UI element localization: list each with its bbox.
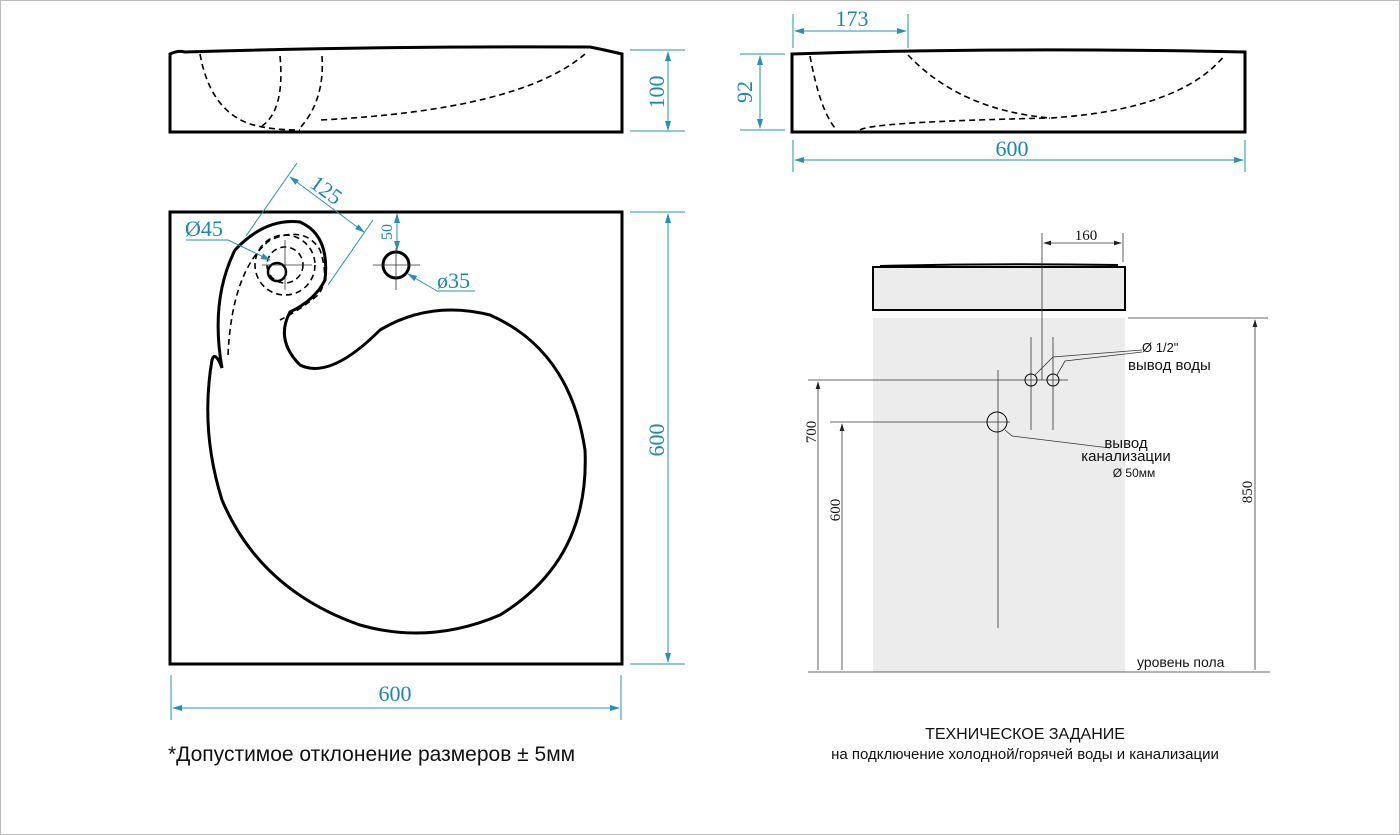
drain-diameter-dim: Ø45 <box>185 216 223 241</box>
tap-diameter-dim: ø35 <box>437 268 470 293</box>
plan-view: 125 Ø45 50 ø35 600 600 <box>168 162 685 720</box>
drain-label-line1: вывод <box>1104 435 1148 452</box>
countertop-height-dim: 850 <box>1240 481 1256 504</box>
plan-depth-dim: 600 <box>644 424 669 457</box>
countertop <box>872 266 1126 311</box>
front-view: 100 <box>168 45 685 134</box>
water-outlet-diameter: Ø 1/2" <box>1142 340 1179 355</box>
front-height-dim: 100 <box>644 76 669 109</box>
drain-label-line2: канализации <box>1081 448 1171 465</box>
installation-diagram: 160 Ø 1/2" вывод воды вывод канализации … <box>804 228 1270 673</box>
tap-offset-dim: 50 <box>379 224 396 240</box>
side-view: 173 92 600 <box>732 6 1247 172</box>
water-height-dim: 700 <box>804 421 820 444</box>
plan-width-dim: 600 <box>379 681 412 706</box>
water-outlet-label: вывод воды <box>1128 357 1211 374</box>
mixer-distance-dim: 125 <box>306 170 347 210</box>
spec-title: ТЕХНИЧЕСКОЕ ЗАДАНИЕ <box>925 726 1125 743</box>
drain-diameter: Ø 50мм <box>1113 466 1156 480</box>
drain-height-dim: 600 <box>828 499 844 522</box>
install-zone <box>873 318 1125 672</box>
install-offset-dim: 160 <box>1075 228 1098 244</box>
side-offset-dim: 173 <box>836 6 869 31</box>
spec-subtitle: на подключение холодной/горячей воды и к… <box>831 746 1219 763</box>
tolerance-note: *Допустимое отклонение размеров ± 5мм <box>168 743 575 766</box>
floor-label: уровень пола <box>1137 654 1225 670</box>
side-height-dim: 92 <box>732 81 757 103</box>
side-width-dim: 600 <box>996 136 1029 161</box>
